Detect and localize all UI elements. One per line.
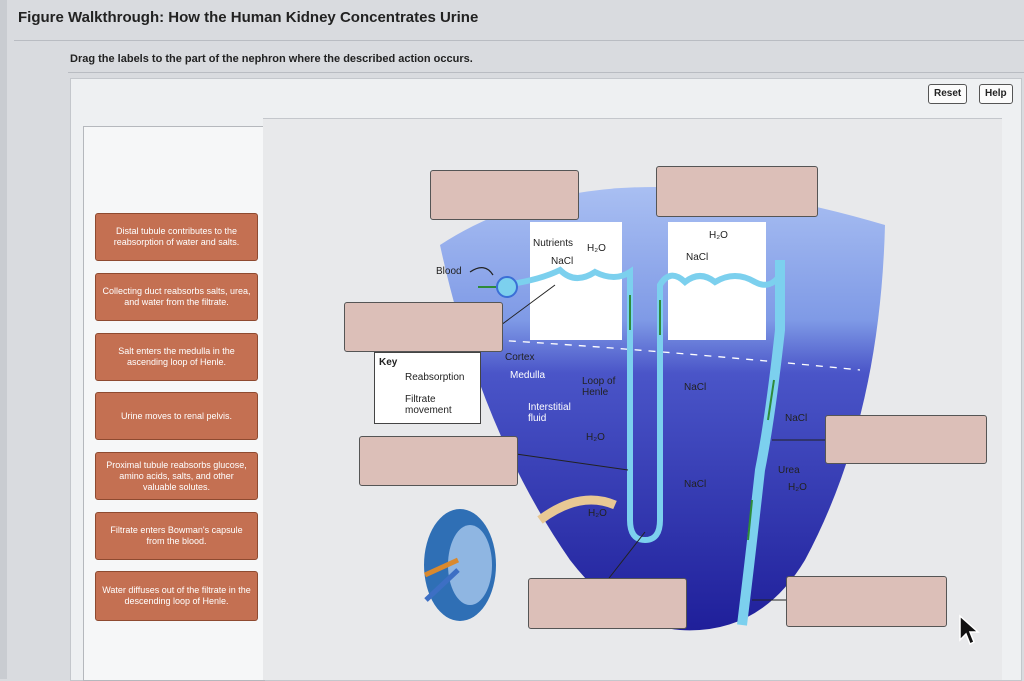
reset-button[interactable]: Reset	[928, 84, 968, 104]
nacl-label-1: NaCl	[551, 256, 574, 267]
nacl-label-3: NaCl	[684, 382, 707, 393]
diagram-key	[374, 352, 481, 424]
mouse-pointer-icon	[959, 614, 980, 646]
nacl-label-5: NaCl	[684, 479, 707, 490]
h2o-label-1: H₂O	[587, 243, 606, 254]
instruction-text: Drag the labels to the part of the nephr…	[70, 53, 473, 65]
h2o-label-5: H₂O	[588, 508, 607, 519]
nutrients-label: Nutrients	[533, 238, 574, 249]
label-collecting-duct[interactable]: Collecting duct reabsorbs salts, urea, a…	[95, 273, 258, 321]
title-divider	[14, 40, 1024, 41]
cortex-label: Cortex	[505, 352, 535, 363]
instruction-divider	[68, 72, 1024, 73]
help-button[interactable]: Help	[979, 84, 1013, 104]
h2o-label-2: H₂O	[709, 230, 728, 241]
blood-label: Blood	[436, 266, 462, 277]
page-title: Figure Walkthrough: How the Human Kidney…	[18, 9, 479, 26]
window-edge	[0, 0, 7, 679]
h2o-label-4: H₂O	[788, 482, 807, 493]
h2o-label-3: H₂O	[586, 432, 605, 443]
drop-target-3[interactable]	[344, 302, 503, 352]
label-proximal-tubule[interactable]: Proximal tubule reabsorbs glucose, amino…	[95, 452, 258, 500]
medulla-label: Medulla	[510, 370, 546, 381]
key-title: Key	[379, 357, 398, 368]
drop-target-2[interactable]	[656, 166, 818, 217]
drop-target-5[interactable]	[825, 415, 987, 464]
label-bowmans-capsule[interactable]: Filtrate enters Bowman's capsule from th…	[95, 512, 258, 560]
drop-target-7[interactable]	[786, 576, 947, 627]
label-renal-pelvis[interactable]: Urine moves to renal pelvis.	[95, 392, 258, 440]
label-descending-loop[interactable]: Water diffuses out of the filtrate in th…	[95, 571, 258, 621]
key-reabsorption-label: Reabsorption	[405, 372, 465, 383]
nacl-label-2: NaCl	[686, 252, 709, 263]
urea-label: Urea	[778, 465, 800, 476]
drop-target-4[interactable]	[359, 436, 518, 486]
drop-target-1[interactable]	[430, 170, 579, 220]
nacl-label-4: NaCl	[785, 413, 808, 424]
drop-target-6[interactable]	[528, 578, 687, 629]
label-distal-tubule[interactable]: Distal tubule contributes to the reabsor…	[95, 213, 258, 261]
interstitial-fluid-label: Interstitial fluid	[528, 402, 571, 424]
key-filtrate-label: Filtrate movement	[405, 394, 452, 416]
loop-of-henle-label: Loop of Henle	[582, 376, 616, 398]
label-ascending-loop[interactable]: Salt enters the medulla in the ascending…	[95, 333, 258, 381]
